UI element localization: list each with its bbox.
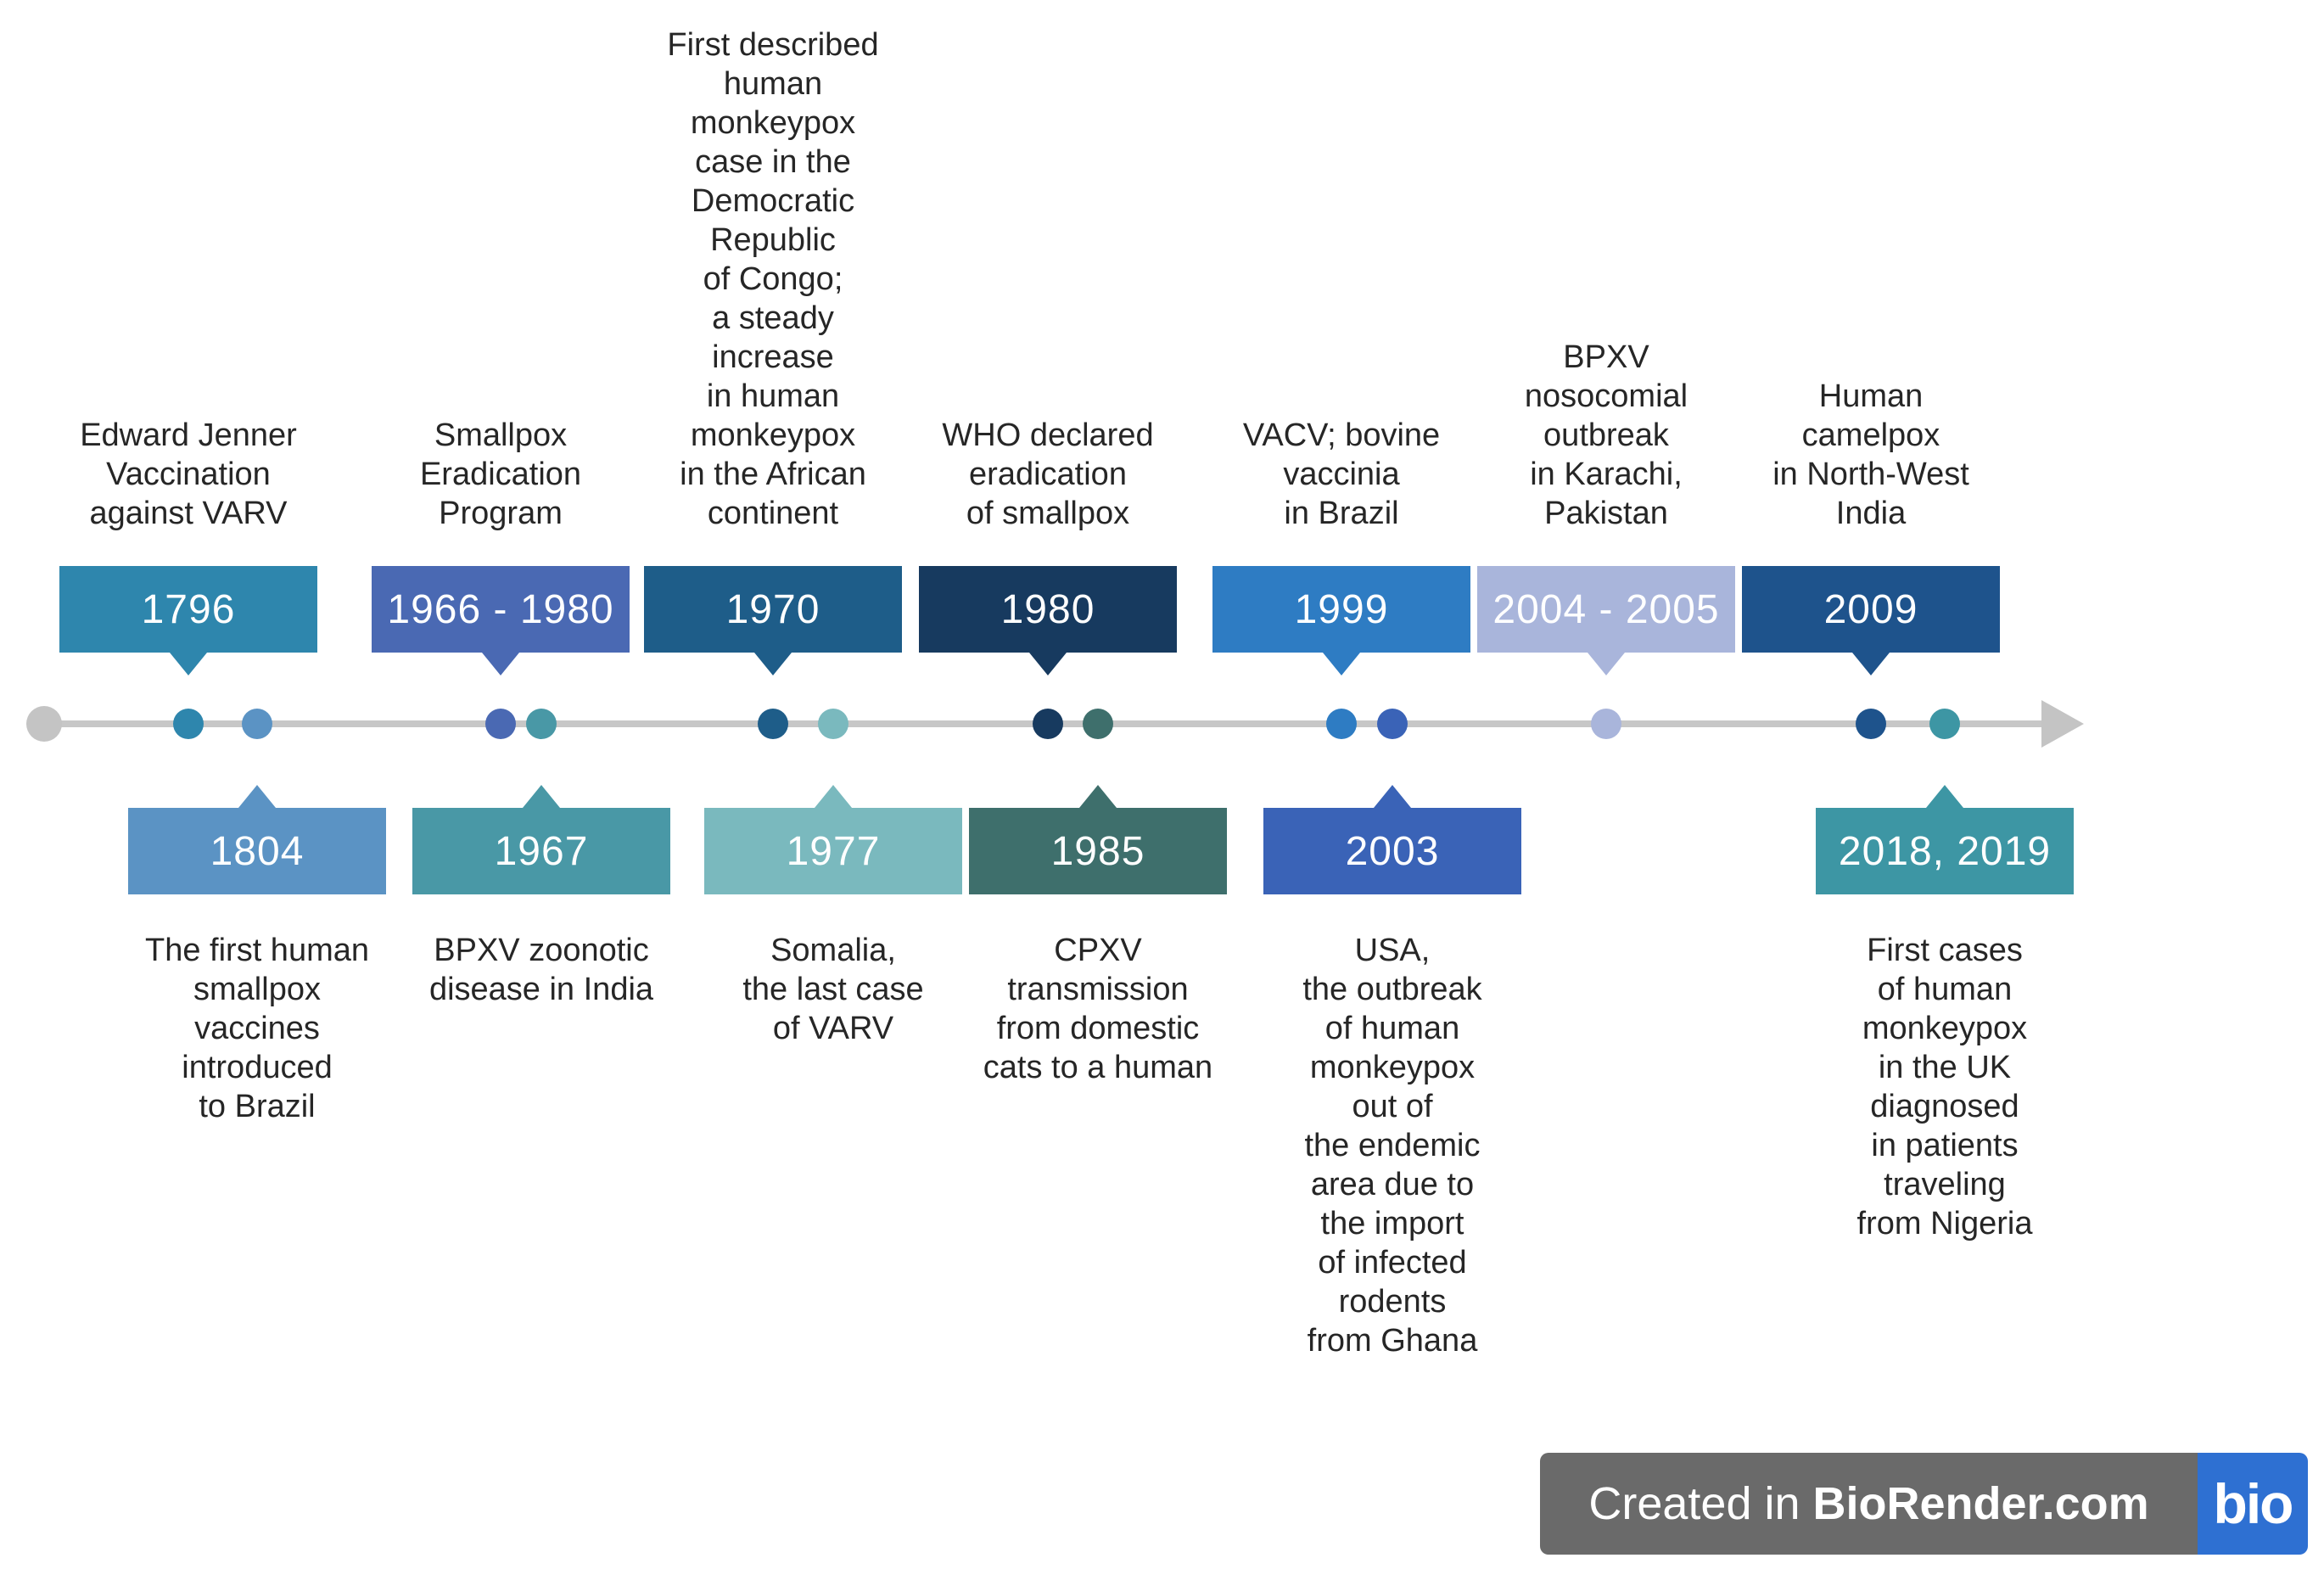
event-year-box: 2009 (1742, 566, 2000, 653)
event-year-box: 1999 (1212, 566, 1470, 653)
timeline-dot (1377, 709, 1408, 739)
timeline-dot (1326, 709, 1357, 739)
credit-brand: BioRender.com (1812, 1478, 2149, 1529)
event-pointer-icon (815, 785, 852, 808)
event-year-box: 1970 (644, 566, 902, 653)
timeline-dot (1591, 709, 1621, 739)
event-year-label: 1980 (1000, 586, 1095, 632)
event-year-label: 2003 (1345, 828, 1440, 874)
event-pointer-icon (1926, 785, 1963, 808)
event-description: First described human monkeypox case in … (667, 27, 879, 531)
event-year-box: 1967 (412, 808, 670, 894)
event-pointer-icon (754, 653, 792, 675)
event-description: BPXV nosocomial outbreak in Karachi, Pak… (1524, 339, 1688, 531)
event-pointer-icon (238, 785, 276, 808)
event-pointer-icon (1029, 653, 1067, 675)
timeline-start-dot (26, 706, 62, 742)
event-description: First cases of human monkeypox in the UK… (1856, 933, 2033, 1241)
event-description: VACV; bovine vaccinia in Brazil (1242, 418, 1441, 531)
timeline-dot (1083, 709, 1113, 739)
event-pointer-icon (1079, 785, 1117, 808)
event-year-label: 1985 (1050, 828, 1145, 874)
credit-text: Created in BioRender.com (1540, 1453, 2198, 1555)
credit-prefix: Created in (1588, 1478, 1813, 1529)
timeline-dot (1856, 709, 1886, 739)
event-pointer-icon (523, 785, 560, 808)
timeline-dot (1929, 709, 1960, 739)
event-year-label: 2004 - 2005 (1492, 586, 1720, 632)
timeline-dot (173, 709, 204, 739)
event-year-label: 1977 (786, 828, 881, 874)
biorender-logo-icon: bio (2198, 1453, 2308, 1555)
event-year-box: 2004 - 2005 (1477, 566, 1735, 653)
event-description: Smallpox Eradication Program (419, 418, 582, 531)
timeline-dot (526, 709, 557, 739)
event-year-label: 2018, 2019 (1838, 828, 2052, 874)
timeline-dot (1033, 709, 1063, 739)
biorender-credit-badge: Created in BioRender.com bio (1540, 1453, 2308, 1555)
event-pointer-icon (1588, 653, 1625, 675)
event-pointer-icon (170, 653, 207, 675)
timeline-dot (242, 709, 272, 739)
event-year-label: 1804 (210, 828, 305, 874)
event-year-label: 1967 (494, 828, 589, 874)
event-year-box: 1977 (704, 808, 962, 894)
event-description: Human camelpox in North-West India (1772, 378, 1969, 531)
event-year-label: 1999 (1294, 586, 1389, 632)
event-year-box: 1966 - 1980 (372, 566, 630, 653)
event-pointer-icon (1374, 785, 1411, 808)
event-pointer-icon (1852, 653, 1890, 675)
event-year-box: 1985 (969, 808, 1227, 894)
event-year-box: 1804 (128, 808, 386, 894)
event-year-label: 1966 - 1980 (387, 586, 614, 632)
timeline-dot (758, 709, 788, 739)
event-year-box: 1980 (919, 566, 1177, 653)
event-description: Edward Jenner Vaccination against VARV (80, 418, 297, 531)
timeline-dot (818, 709, 848, 739)
event-description: The first human smallpox vaccines introd… (145, 933, 369, 1124)
event-description: CPXV transmission from domestic cats to … (983, 933, 1213, 1085)
event-year-label: 1970 (725, 586, 820, 632)
event-year-label: 2009 (1823, 586, 1918, 632)
event-pointer-icon (1323, 653, 1360, 675)
event-pointer-icon (482, 653, 519, 675)
event-year-box: 2003 (1263, 808, 1521, 894)
event-description: WHO declared eradication of smallpox (942, 418, 1154, 531)
event-year-box: 1796 (59, 566, 317, 653)
timeline-dot (485, 709, 516, 739)
timeline-arrowhead-icon (2041, 700, 2084, 748)
event-description: Somalia, the last case of VARV (742, 933, 924, 1046)
event-year-label: 1796 (141, 586, 236, 632)
event-description: BPXV zoonotic disease in India (428, 933, 654, 1007)
event-year-box: 2018, 2019 (1816, 808, 2074, 894)
event-description: USA, the outbreak of human monkeypox out… (1302, 933, 1482, 1359)
